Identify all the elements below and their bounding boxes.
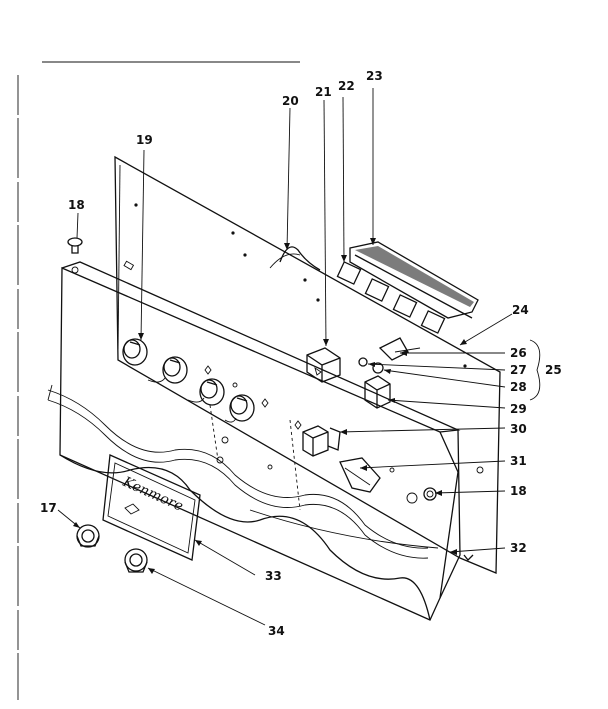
knob bbox=[122, 338, 148, 366]
wire-20 bbox=[279, 246, 321, 271]
rear-panel bbox=[114, 155, 501, 574]
switch-31 bbox=[339, 457, 484, 504]
part-29 bbox=[364, 375, 391, 409]
label-27: 27 bbox=[510, 363, 527, 377]
nameplate: Kenmore bbox=[102, 454, 201, 561]
knob bbox=[199, 378, 225, 406]
plug-button-18-right bbox=[423, 487, 437, 501]
switch-30 bbox=[302, 425, 341, 457]
label-22: 22 bbox=[338, 79, 355, 93]
label-33: 33 bbox=[265, 569, 282, 583]
knob-34 bbox=[124, 548, 148, 573]
part-26 bbox=[378, 337, 421, 361]
knob bbox=[162, 356, 188, 384]
label-29: 29 bbox=[510, 402, 527, 416]
label-18-top: 18 bbox=[68, 198, 85, 212]
knob-group bbox=[122, 338, 302, 470]
plug-button-18 bbox=[67, 237, 83, 254]
knob bbox=[229, 394, 255, 422]
label-21: 21 bbox=[315, 85, 332, 99]
terminal-block bbox=[336, 241, 479, 334]
label-23: 23 bbox=[366, 69, 383, 83]
label-25: 25 bbox=[545, 363, 562, 377]
label-17: 17 bbox=[40, 501, 57, 515]
label-26: 26 bbox=[510, 346, 527, 360]
label-28: 28 bbox=[510, 380, 527, 394]
part-27 bbox=[358, 357, 368, 367]
label-34: 34 bbox=[268, 624, 285, 638]
label-19: 19 bbox=[136, 133, 153, 147]
fastener-17 bbox=[76, 524, 100, 548]
brand-text: Kenmore bbox=[119, 474, 185, 515]
switch-21 bbox=[306, 347, 341, 383]
label-32: 32 bbox=[510, 541, 527, 555]
label-18-right: 18 bbox=[510, 484, 527, 498]
label-24: 24 bbox=[512, 303, 529, 317]
part-28 bbox=[372, 362, 384, 374]
leader-lines bbox=[57, 88, 541, 626]
label-30: 30 bbox=[510, 422, 527, 436]
label-20: 20 bbox=[282, 94, 299, 108]
dashed-leader bbox=[209, 404, 219, 461]
label-31: 31 bbox=[510, 454, 527, 468]
